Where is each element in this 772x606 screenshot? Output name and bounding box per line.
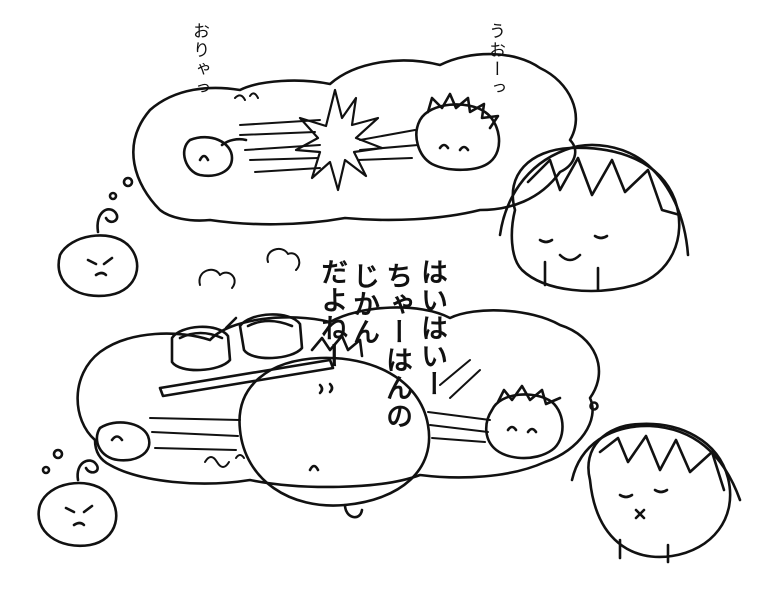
dialogue-bottom-col1: だよねー [316, 258, 347, 370]
thought-dot [122, 176, 134, 188]
sprout-creature-bottom-left [37, 459, 118, 548]
tray-carrying-character [238, 334, 431, 519]
bottom-thought-bubble-outline [76, 306, 601, 489]
small-creature-bottom [95, 421, 151, 462]
dialogue-bottom-col2: じかん [348, 262, 379, 346]
thought-dot [52, 448, 64, 460]
messy-hair-character-bottom [570, 422, 742, 564]
dialogue-top-right: うおーっ [485, 22, 505, 98]
dialogue-bottom-col3: ちゃーはんの [381, 262, 412, 430]
small-creature-throwing [182, 135, 248, 178]
steam-puffs [198, 247, 301, 289]
speed-lines-top [234, 92, 419, 173]
sprout-creature-top-left [57, 208, 139, 298]
thought-dot [589, 401, 599, 411]
thought-dot [108, 191, 118, 201]
impact-burst-top [294, 88, 384, 192]
top-thought-bubble-outline [132, 52, 578, 226]
messy-hair-character-top [498, 143, 690, 293]
dialogue-bottom-col4: はいはいー [416, 258, 447, 398]
thought-dot [41, 465, 51, 475]
spiky-head-creature-top [415, 92, 501, 172]
spiky-head-creature-bottom [484, 384, 564, 460]
tray-with-bowls [158, 313, 335, 398]
speed-lines-bottom [149, 359, 491, 468]
dialogue-top-left: おりゃっ [189, 22, 209, 98]
